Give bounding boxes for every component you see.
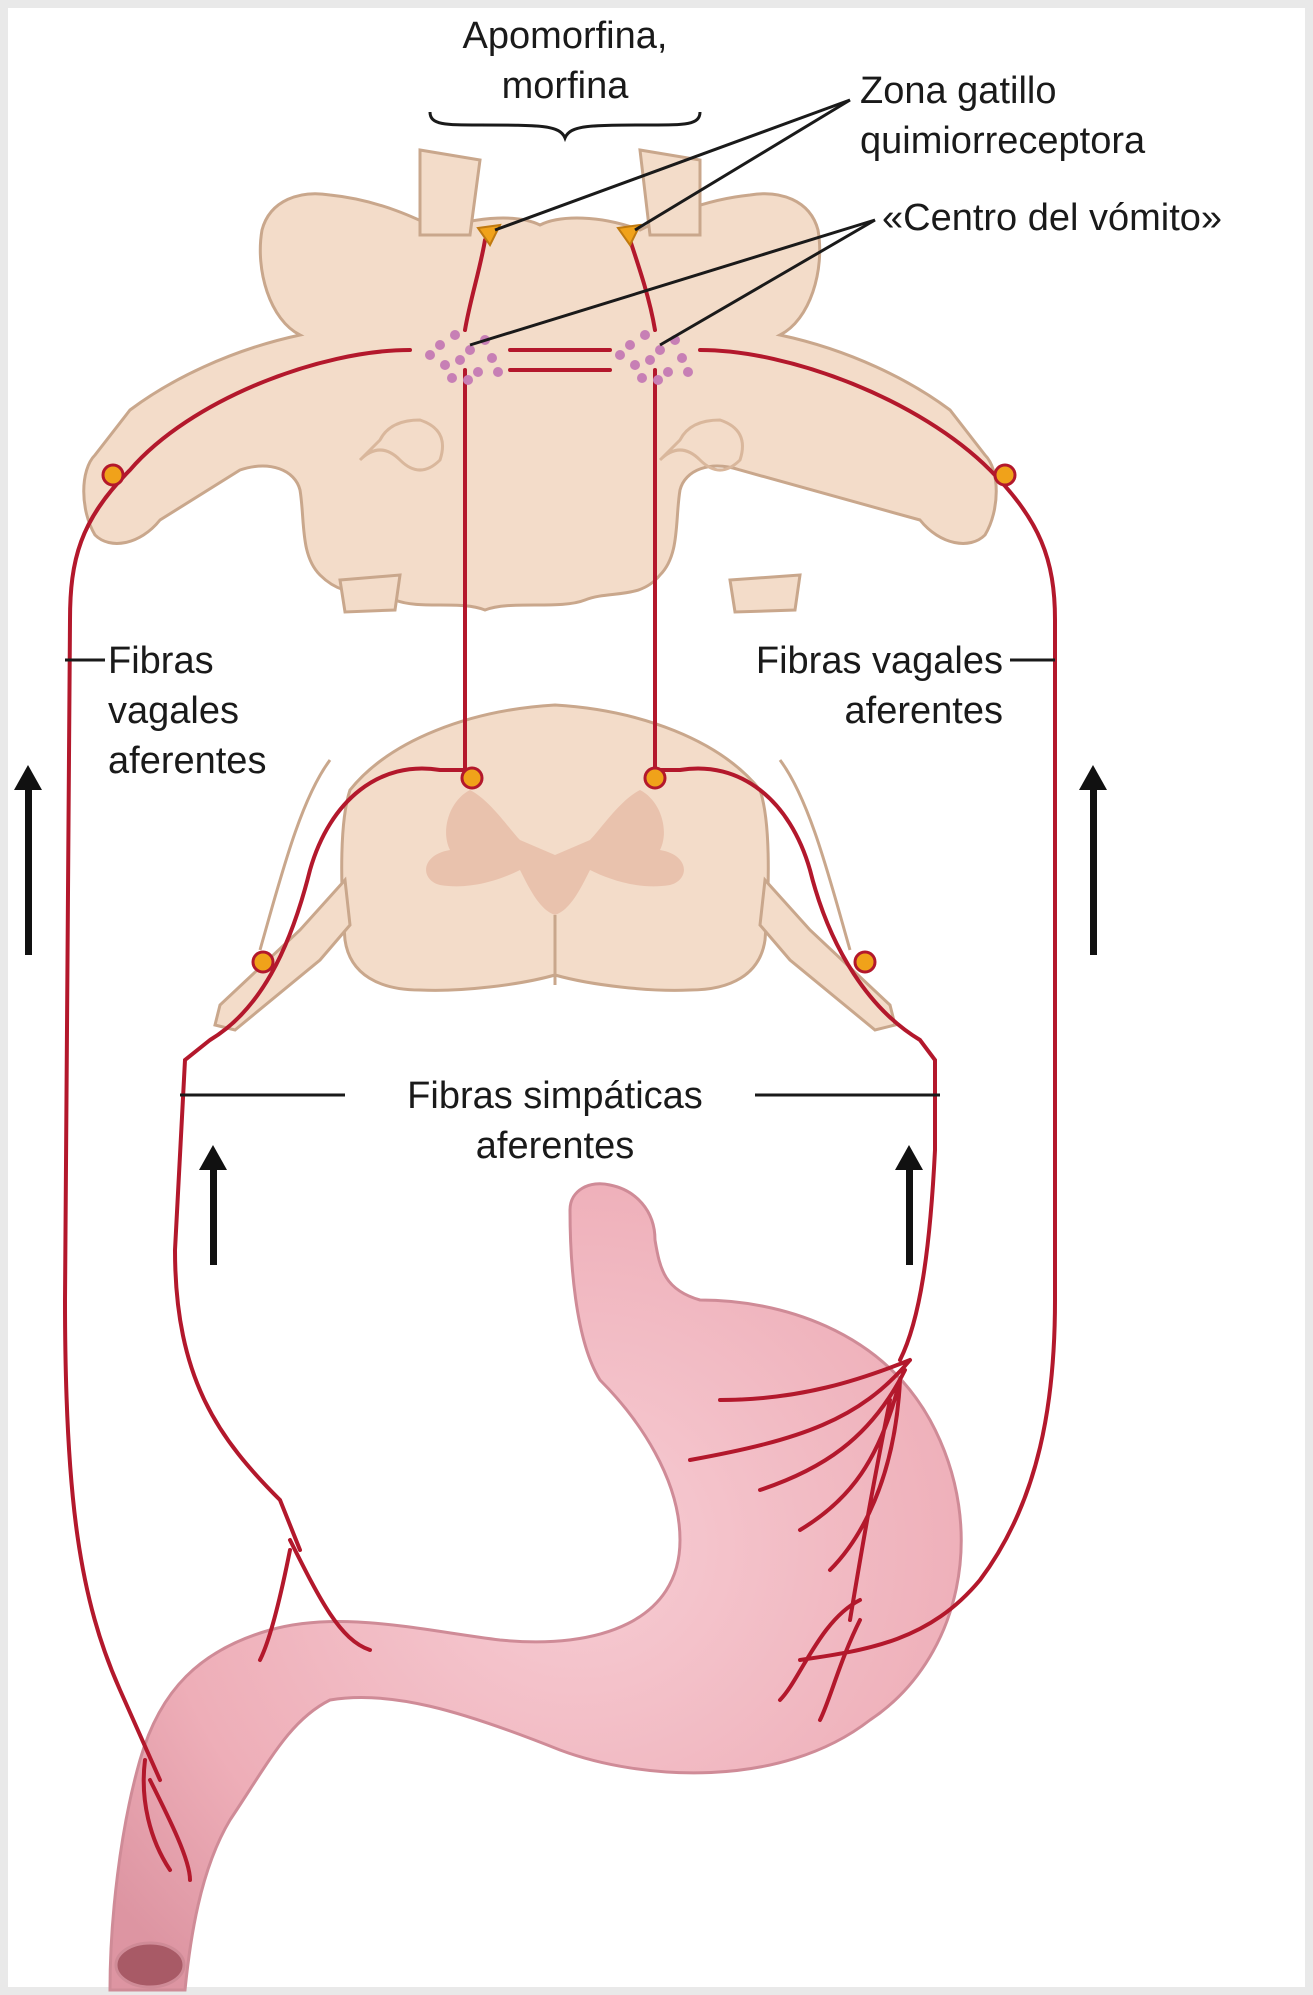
label-vomit-center: «Centro del vómito» xyxy=(882,197,1222,239)
ganglion-spinal-left xyxy=(462,768,482,788)
label-drugs-2: morfina xyxy=(502,65,630,107)
label-drugs-1: Apomorfina, xyxy=(463,15,668,57)
label-sympathetic-2: aferentes xyxy=(476,1125,634,1167)
label-vagal-right-2: aferentes xyxy=(845,690,1003,732)
label-vagal-left-3: aferentes xyxy=(108,740,266,782)
label-trigger-zone-1: Zona gatillo xyxy=(860,70,1056,112)
label-sympathetic-1: Fibras simpáticas xyxy=(407,1075,703,1117)
brainstem-flap-left xyxy=(420,150,480,235)
label-vagal-left-2: vagales xyxy=(108,690,239,732)
ganglion-spinal-right xyxy=(645,768,665,788)
ganglion-dorsal-right xyxy=(855,952,875,972)
label-vagal-left-1: Fibras xyxy=(108,640,214,682)
brainstem-flap-bottom-left xyxy=(340,575,400,612)
ganglion-vagal-left xyxy=(103,465,123,485)
brainstem-flap-bottom-right xyxy=(730,575,800,612)
label-vagal-right-1: Fibras vagales xyxy=(756,640,1003,682)
ganglion-vagal-right xyxy=(995,465,1015,485)
ganglion-dorsal-left xyxy=(253,952,273,972)
duodenum-opening xyxy=(116,1943,184,1987)
label-trigger-zone-2: quimiorreceptora xyxy=(860,120,1146,162)
